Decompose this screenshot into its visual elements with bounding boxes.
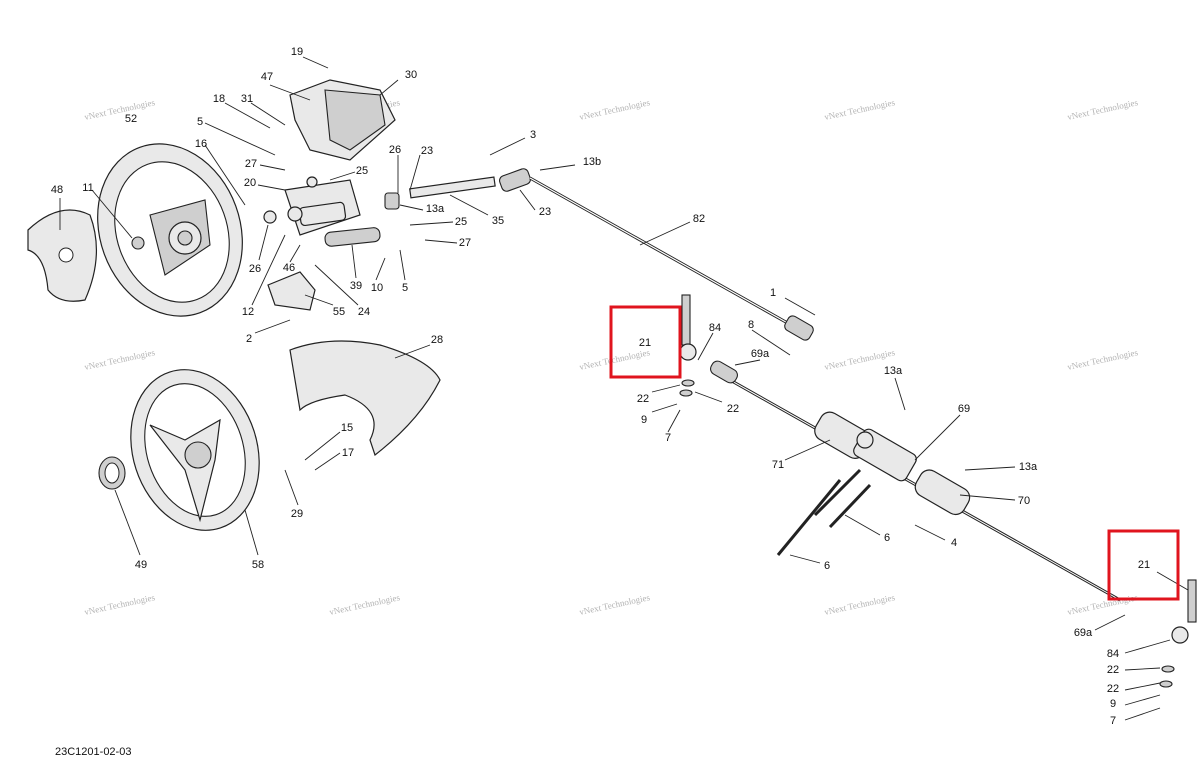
callout-18[interactable]: 18 bbox=[213, 93, 225, 105]
callout-47[interactable]: 47 bbox=[261, 71, 273, 83]
callout-31[interactable]: 31 bbox=[241, 93, 253, 105]
callout-52[interactable]: 52 bbox=[125, 113, 137, 125]
callout-5[interactable]: 5 bbox=[197, 116, 203, 128]
callout-23[interactable]: 23 bbox=[539, 206, 551, 218]
callout-58[interactable]: 58 bbox=[252, 559, 264, 571]
callout-13a[interactable]: 13a bbox=[426, 203, 445, 215]
highlight-box-part-21-right[interactable] bbox=[1107, 529, 1180, 601]
callout-39[interactable]: 39 bbox=[350, 280, 362, 292]
callout-25[interactable]: 25 bbox=[356, 165, 368, 177]
callout-30[interactable]: 30 bbox=[405, 69, 417, 81]
callout-9[interactable]: 9 bbox=[1110, 698, 1116, 710]
watermark: vNext Technologies bbox=[83, 347, 156, 372]
tie-rod-end-right bbox=[1159, 579, 1197, 688]
callout-22[interactable]: 22 bbox=[637, 393, 649, 405]
callout-29[interactable]: 29 bbox=[291, 508, 303, 520]
adapter-ring bbox=[98, 456, 126, 490]
drawing-code: 23C1201-02-03 bbox=[55, 746, 131, 758]
callout-6[interactable]: 6 bbox=[884, 532, 890, 544]
callout-69a[interactable]: 69a bbox=[751, 348, 770, 360]
callout-22[interactable]: 22 bbox=[727, 403, 739, 415]
callout-48[interactable]: 48 bbox=[51, 184, 63, 196]
callout-1[interactable]: 1 bbox=[770, 287, 776, 299]
callout-69[interactable]: 69 bbox=[958, 403, 970, 415]
steering-rack bbox=[710, 360, 1121, 602]
callout-26[interactable]: 26 bbox=[389, 144, 401, 156]
callout-55[interactable]: 55 bbox=[333, 306, 345, 318]
watermark: vNext Technologies bbox=[328, 592, 401, 617]
callout-3[interactable]: 3 bbox=[530, 129, 536, 141]
watermark: vNext Technologies bbox=[578, 97, 651, 122]
steering-wheel-lower bbox=[130, 369, 260, 531]
watermark: vNext Technologies bbox=[578, 347, 651, 372]
callout-5[interactable]: 5 bbox=[402, 282, 408, 294]
highlight-box-part-21-left[interactable] bbox=[609, 305, 682, 379]
callout-labels: 19 47 30 18 31 52 5 16 27 26 23 3 13b 25… bbox=[51, 46, 1150, 727]
callout-35[interactable]: 35 bbox=[492, 215, 504, 227]
dash-cover bbox=[289, 340, 441, 456]
callout-69a[interactable]: 69a bbox=[1074, 627, 1093, 639]
watermark: vNext Technologies bbox=[823, 97, 896, 122]
callout-70[interactable]: 70 bbox=[1018, 495, 1030, 507]
callout-26[interactable]: 26 bbox=[249, 263, 261, 275]
callout-12[interactable]: 12 bbox=[242, 306, 254, 318]
watermark: vNext Technologies bbox=[1066, 97, 1139, 122]
callout-11[interactable]: 11 bbox=[82, 182, 93, 194]
callout-46[interactable]: 46 bbox=[283, 262, 295, 274]
watermark: vNext Technologies bbox=[823, 592, 896, 617]
callout-13a[interactable]: 13a bbox=[1019, 461, 1038, 473]
callout-71[interactable]: 71 bbox=[772, 459, 784, 471]
callout-2[interactable]: 2 bbox=[246, 333, 252, 345]
callout-19[interactable]: 19 bbox=[291, 46, 303, 58]
tie-rod-end-left bbox=[679, 294, 697, 397]
callout-22[interactable]: 22 bbox=[1107, 683, 1119, 695]
callout-15[interactable]: 15 bbox=[341, 422, 353, 434]
watermark: vNext Technologies bbox=[83, 97, 156, 122]
leader-lines bbox=[59, 56, 1189, 721]
callout-17[interactable]: 17 bbox=[342, 447, 354, 459]
callout-7[interactable]: 7 bbox=[1110, 715, 1116, 727]
callout-21[interactable]: 21 bbox=[1138, 559, 1150, 571]
watermark: vNext Technologies bbox=[1066, 592, 1139, 617]
callout-4[interactable]: 4 bbox=[951, 537, 957, 549]
callout-49[interactable]: 49 bbox=[135, 559, 147, 571]
callout-13b[interactable]: 13b bbox=[583, 156, 601, 168]
callout-23[interactable]: 23 bbox=[421, 145, 433, 157]
callout-10[interactable]: 10 bbox=[371, 282, 383, 294]
callout-6[interactable]: 6 bbox=[824, 560, 830, 572]
callout-21[interactable]: 21 bbox=[639, 337, 651, 349]
callout-24[interactable]: 24 bbox=[358, 306, 370, 318]
callout-8[interactable]: 8 bbox=[748, 319, 754, 331]
watermark: vNext Technologies bbox=[1066, 347, 1139, 372]
callout-84[interactable]: 84 bbox=[709, 322, 721, 334]
callout-9[interactable]: 9 bbox=[641, 414, 647, 426]
watermark: vNext Technologies bbox=[578, 592, 651, 617]
mounting-bolts bbox=[776, 468, 872, 556]
hub-cover bbox=[27, 209, 97, 302]
steering-column-assembly bbox=[263, 79, 396, 311]
callout-27[interactable]: 27 bbox=[459, 237, 471, 249]
steering-wheel-upper bbox=[97, 143, 243, 317]
callout-28[interactable]: 28 bbox=[431, 334, 443, 346]
callout-13a[interactable]: 13a bbox=[884, 365, 903, 377]
watermark: vNext Technologies bbox=[83, 592, 156, 617]
callout-20[interactable]: 20 bbox=[244, 177, 256, 189]
callout-27[interactable]: 27 bbox=[245, 158, 257, 170]
callout-25[interactable]: 25 bbox=[455, 216, 467, 228]
callout-22[interactable]: 22 bbox=[1107, 664, 1119, 676]
intermediate-shaft bbox=[384, 168, 814, 341]
callout-82[interactable]: 82 bbox=[693, 213, 705, 225]
callout-84[interactable]: 84 bbox=[1107, 648, 1119, 660]
callout-16[interactable]: 16 bbox=[195, 138, 207, 150]
callout-7[interactable]: 7 bbox=[665, 432, 671, 444]
